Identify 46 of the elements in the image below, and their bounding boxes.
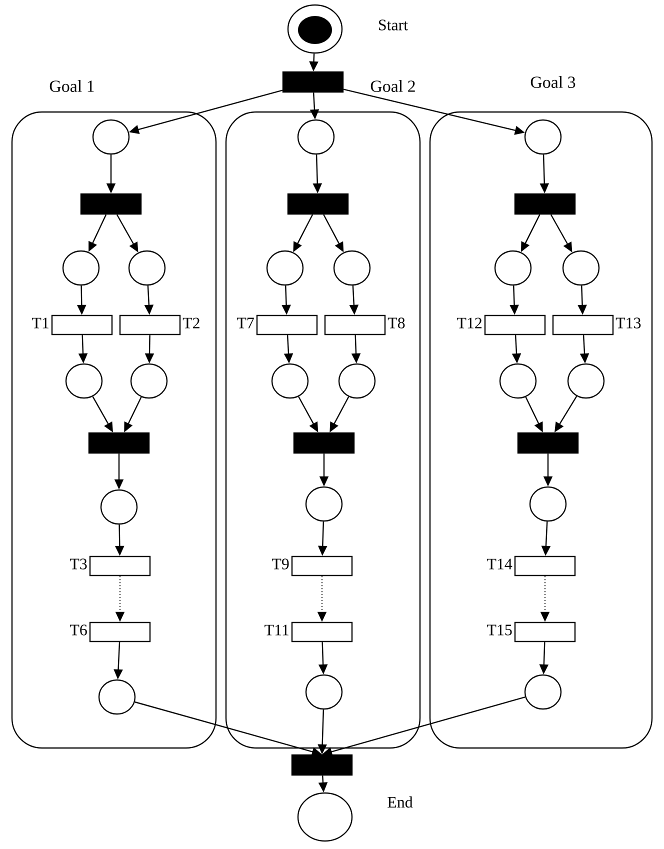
transition-label: T2 (182, 318, 200, 328)
transition-bar (514, 193, 576, 215)
transition-label: T11 (264, 624, 288, 636)
place-circle (266, 250, 304, 286)
place-circle (271, 363, 309, 399)
transition-label: T13 (616, 318, 641, 328)
transition-label: T14 (487, 558, 512, 570)
place-circle (562, 250, 600, 286)
place-circle (494, 250, 532, 286)
place-circle (529, 486, 567, 522)
transition-bar (287, 193, 349, 215)
place-circle (62, 250, 100, 286)
place-circle (338, 363, 376, 399)
place-circle (567, 363, 605, 399)
transition-label: T15 (487, 624, 512, 636)
place-circle (524, 119, 562, 155)
group-title: Goal 3 (530, 76, 576, 88)
transition-bar (517, 432, 579, 454)
place-circle (100, 489, 138, 525)
place-circle (297, 119, 335, 155)
group-title: Goal 2 (370, 80, 415, 92)
transition-bar (80, 193, 142, 215)
place-circle (305, 674, 343, 710)
place-circle (65, 363, 103, 399)
place-circle (524, 674, 562, 710)
transition-label: T7 (236, 318, 254, 328)
transition-label: T8 (388, 318, 405, 328)
place-circle (92, 119, 130, 155)
transition-label: T9 (272, 558, 289, 570)
place-circle (130, 363, 168, 399)
transition-label: T12 (457, 318, 482, 328)
transition-bar (88, 432, 150, 454)
place-circle (305, 486, 343, 522)
transition-label: T1 (32, 318, 48, 328)
place-circle (98, 679, 136, 715)
place-label: End (388, 796, 413, 808)
group-title: Goal 1 (50, 80, 94, 92)
transition-label: T3 (70, 558, 87, 570)
transition-bar (291, 754, 353, 776)
place-circle (128, 250, 166, 286)
place-circle (499, 363, 537, 399)
transition-bar (293, 432, 355, 454)
transition-label: T6 (70, 624, 87, 636)
place-circle (333, 250, 371, 286)
transition-bar (282, 71, 344, 93)
place-label: Start (379, 20, 408, 30)
